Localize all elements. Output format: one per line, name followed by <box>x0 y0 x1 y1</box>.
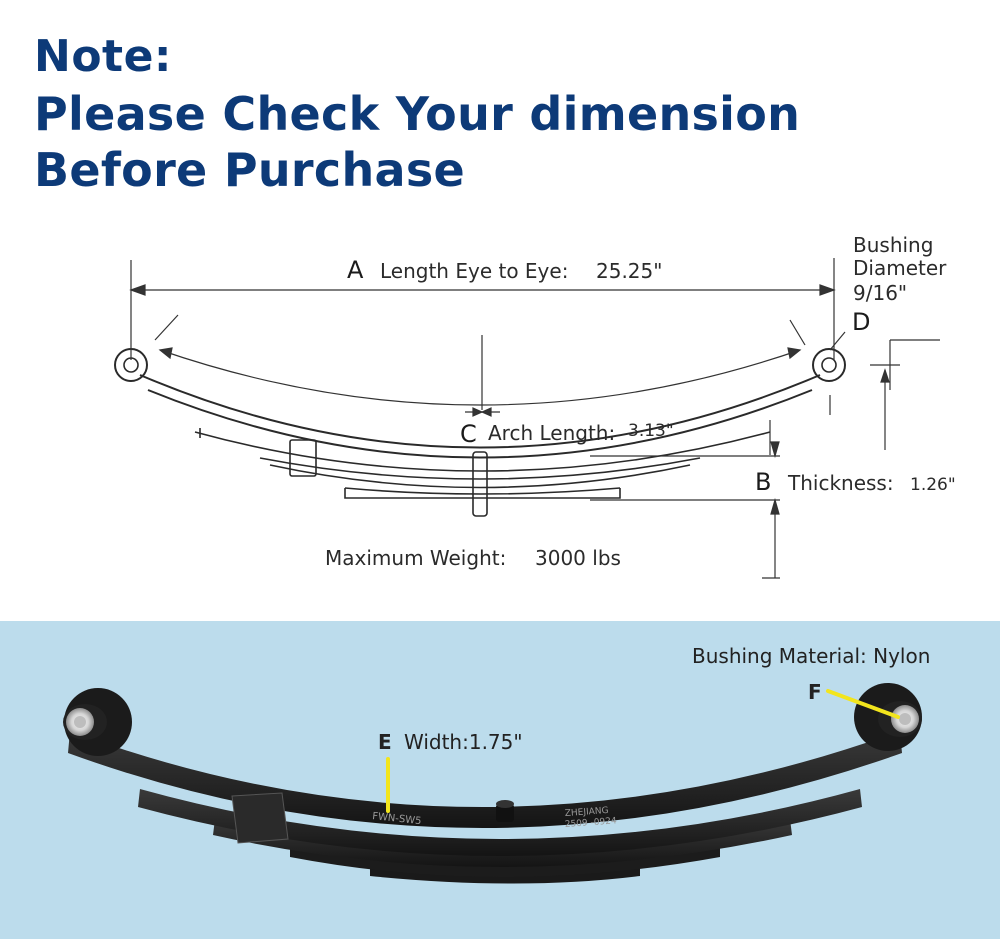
label-e-text: Width:1.75" <box>404 730 523 754</box>
label-bushing-line-2: Diameter <box>853 256 947 280</box>
spring-body: FWN-SW5 ZHEJIANG 2509 -0924 <box>63 683 922 884</box>
label-c-letter: C <box>460 420 477 448</box>
stamp-code: 2509 -0924 <box>565 816 618 830</box>
note-label: Note: <box>34 31 173 82</box>
label-c-value: 3.13" <box>628 421 674 441</box>
photo-annotations: Bushing Material: Nylon F E Width:1.75" <box>378 644 930 813</box>
label-a-value: 25.25" <box>596 259 662 283</box>
label-bushing-line-1: Bushing <box>853 233 933 257</box>
label-d-letter: D <box>852 308 870 336</box>
leaf-spring-photo: FWN-SW5 ZHEJIANG 2509 -0924 Bushing Mate… <box>63 644 930 884</box>
label-b-text: Thickness: <box>787 471 894 495</box>
spring-dimension-diagram: A Length Eye to Eye: 25.25" Bushing Diam… <box>114 233 956 579</box>
label-f-letter: F <box>808 680 822 704</box>
label-weight-value: 3000 lbs <box>535 546 621 570</box>
product-photo-panel: FWN-SW5 ZHEJIANG 2509 -0924 Bushing Mate… <box>0 621 1000 939</box>
spring-drawing <box>114 348 846 517</box>
bushing-material-label: Bushing Material: Nylon <box>692 644 930 668</box>
note-line-1: Please Check Your dimension <box>34 87 801 141</box>
label-e-letter: E <box>378 730 392 754</box>
note-line-2: Before Purchase <box>34 143 466 197</box>
stamp-origin: ZHEJIANG <box>565 806 609 819</box>
label-a-text: Length Eye to Eye: <box>380 259 568 283</box>
dimension-lines <box>129 258 940 579</box>
diagram-labels: A Length Eye to Eye: 25.25" Bushing Diam… <box>325 233 956 570</box>
label-b-letter: B <box>755 468 771 496</box>
label-b-value: 1.26" <box>910 475 956 495</box>
leader-f <box>826 689 900 719</box>
label-c-text: Arch Length: <box>488 421 615 445</box>
label-weight-text: Maximum Weight: <box>325 546 506 570</box>
label-a-letter: A <box>347 256 364 284</box>
stamp-part-number: FWN-SW5 <box>372 811 422 827</box>
note-header: Note: Please Check Your dimension Before… <box>34 28 800 198</box>
label-bushing-value: 9/16" <box>853 281 907 305</box>
